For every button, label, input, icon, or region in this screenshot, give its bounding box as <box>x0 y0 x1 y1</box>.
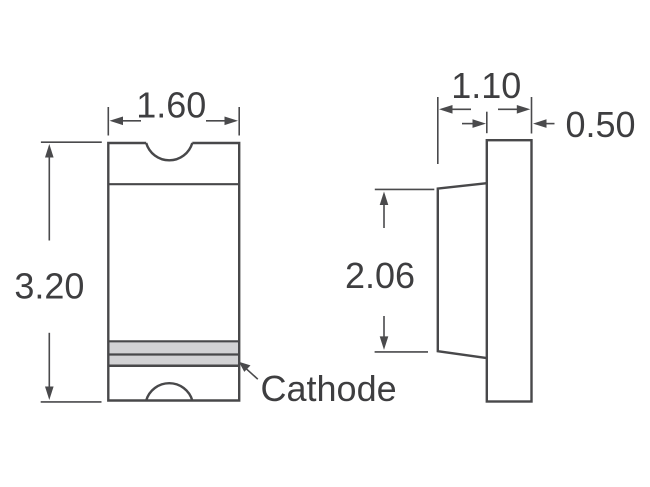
svg-text:3.20: 3.20 <box>14 265 84 306</box>
svg-text:1.60: 1.60 <box>136 84 206 125</box>
svg-text:0.50: 0.50 <box>566 104 636 145</box>
svg-text:Cathode: Cathode <box>261 368 397 409</box>
svg-text:2.06: 2.06 <box>345 255 415 296</box>
svg-text:1.10: 1.10 <box>451 65 521 106</box>
